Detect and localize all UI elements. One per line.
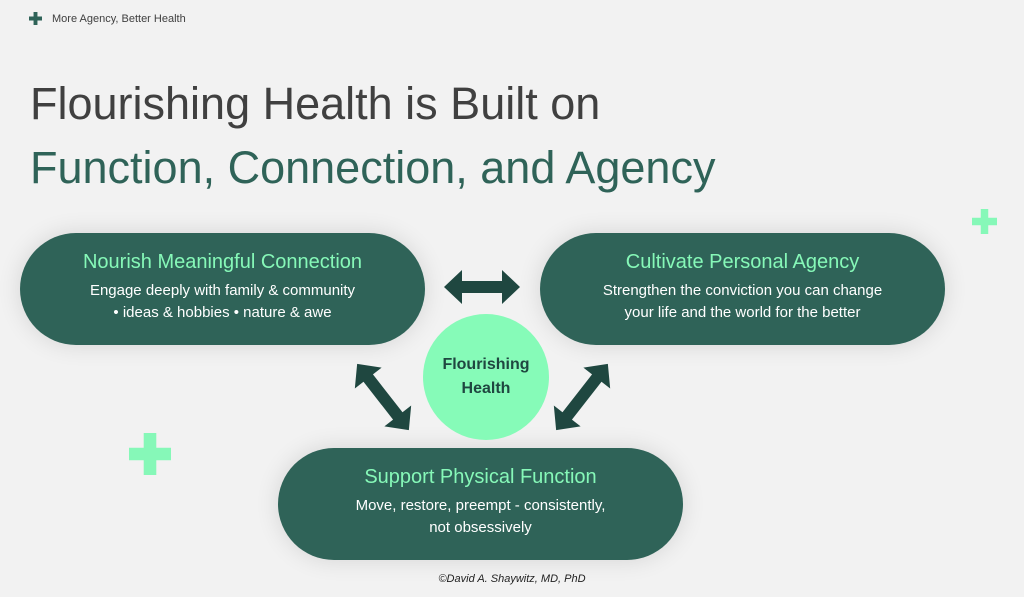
node-connection: Nourish Meaningful Connection Engage dee…	[20, 233, 425, 345]
node-text: Strengthen the conviction you can change	[602, 282, 883, 299]
title-line-2: Function, Connection, and Agency	[30, 142, 716, 193]
center-line-1: Flourishing	[442, 356, 530, 373]
double-arrow-horizontal	[444, 270, 520, 304]
double-arrow-left-diagonal	[354, 363, 412, 431]
center-line-2: Health	[461, 380, 511, 397]
node-text: Move, restore, preempt - consistently,	[355, 497, 606, 514]
header: More Agency, Better Health	[29, 12, 186, 25]
title-line-1: Flourishing Health is Built on	[30, 78, 601, 129]
double-arrow-right-diagonal	[553, 363, 611, 431]
node-text: not obsessively	[429, 519, 532, 536]
footer-credit: ©David A. Shaywitz, MD, PhD	[438, 573, 586, 585]
node-agency: Cultivate Personal Agency Strengthen the…	[540, 233, 945, 345]
node-title: Cultivate Personal Agency	[625, 251, 860, 273]
node-text: Engage deeply with family & community	[89, 282, 356, 299]
node-title: Nourish Meaningful Connection	[82, 251, 363, 273]
plus-icon-decor-right	[972, 209, 997, 234]
node-title: Support Physical Function	[364, 466, 597, 488]
node-function: Support Physical Function Move, restore,…	[278, 448, 683, 560]
plus-icon-decor-left	[129, 433, 171, 475]
plus-icon	[29, 12, 42, 25]
node-text: • ideas & hobbies • nature & awe	[113, 304, 332, 321]
header-label: More Agency, Better Health	[52, 12, 186, 25]
node-text: your life and the world for the better	[624, 304, 861, 321]
